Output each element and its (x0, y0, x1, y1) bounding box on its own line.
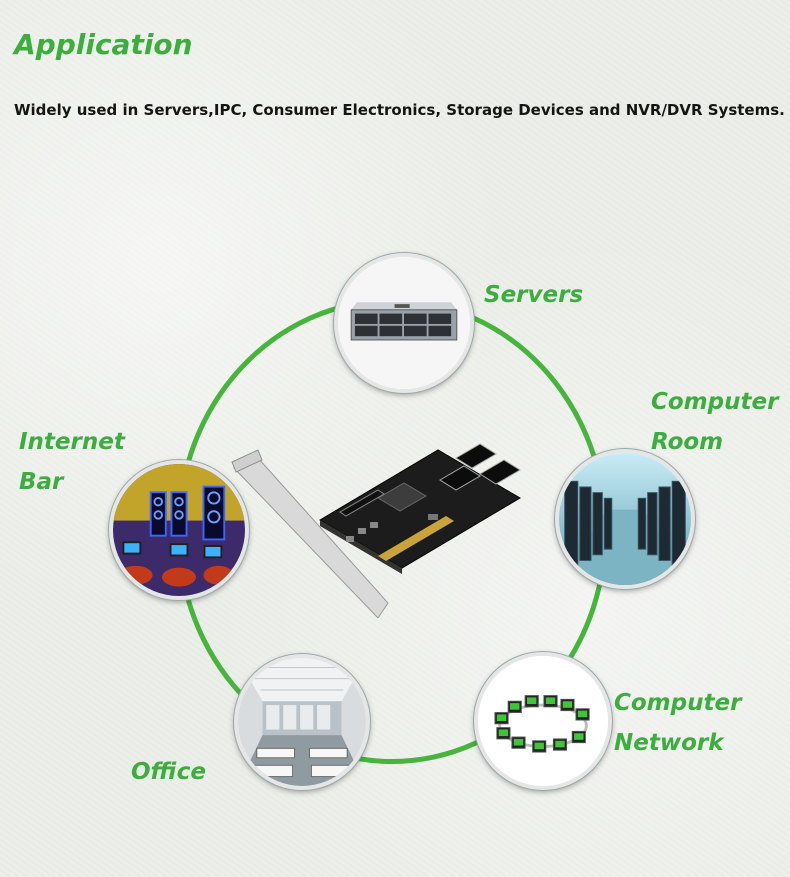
office-image (234, 654, 370, 790)
label-computer-room: Computer Room (651, 389, 779, 455)
label-office: Office (131, 759, 206, 785)
computer-room-image (555, 449, 695, 589)
computer-network-image (474, 652, 612, 790)
label-servers: Servers (484, 282, 584, 308)
pcie-card-image (228, 428, 524, 619)
label-computer-network: Computer Network (614, 690, 742, 756)
label-internet-bar: Internet Bar (19, 429, 125, 495)
page-title: Application (14, 28, 193, 61)
internet-bar-image (109, 460, 249, 600)
application-description: Widely used in Servers,IPC, Consumer Ele… (14, 101, 785, 119)
servers-image (334, 253, 474, 393)
